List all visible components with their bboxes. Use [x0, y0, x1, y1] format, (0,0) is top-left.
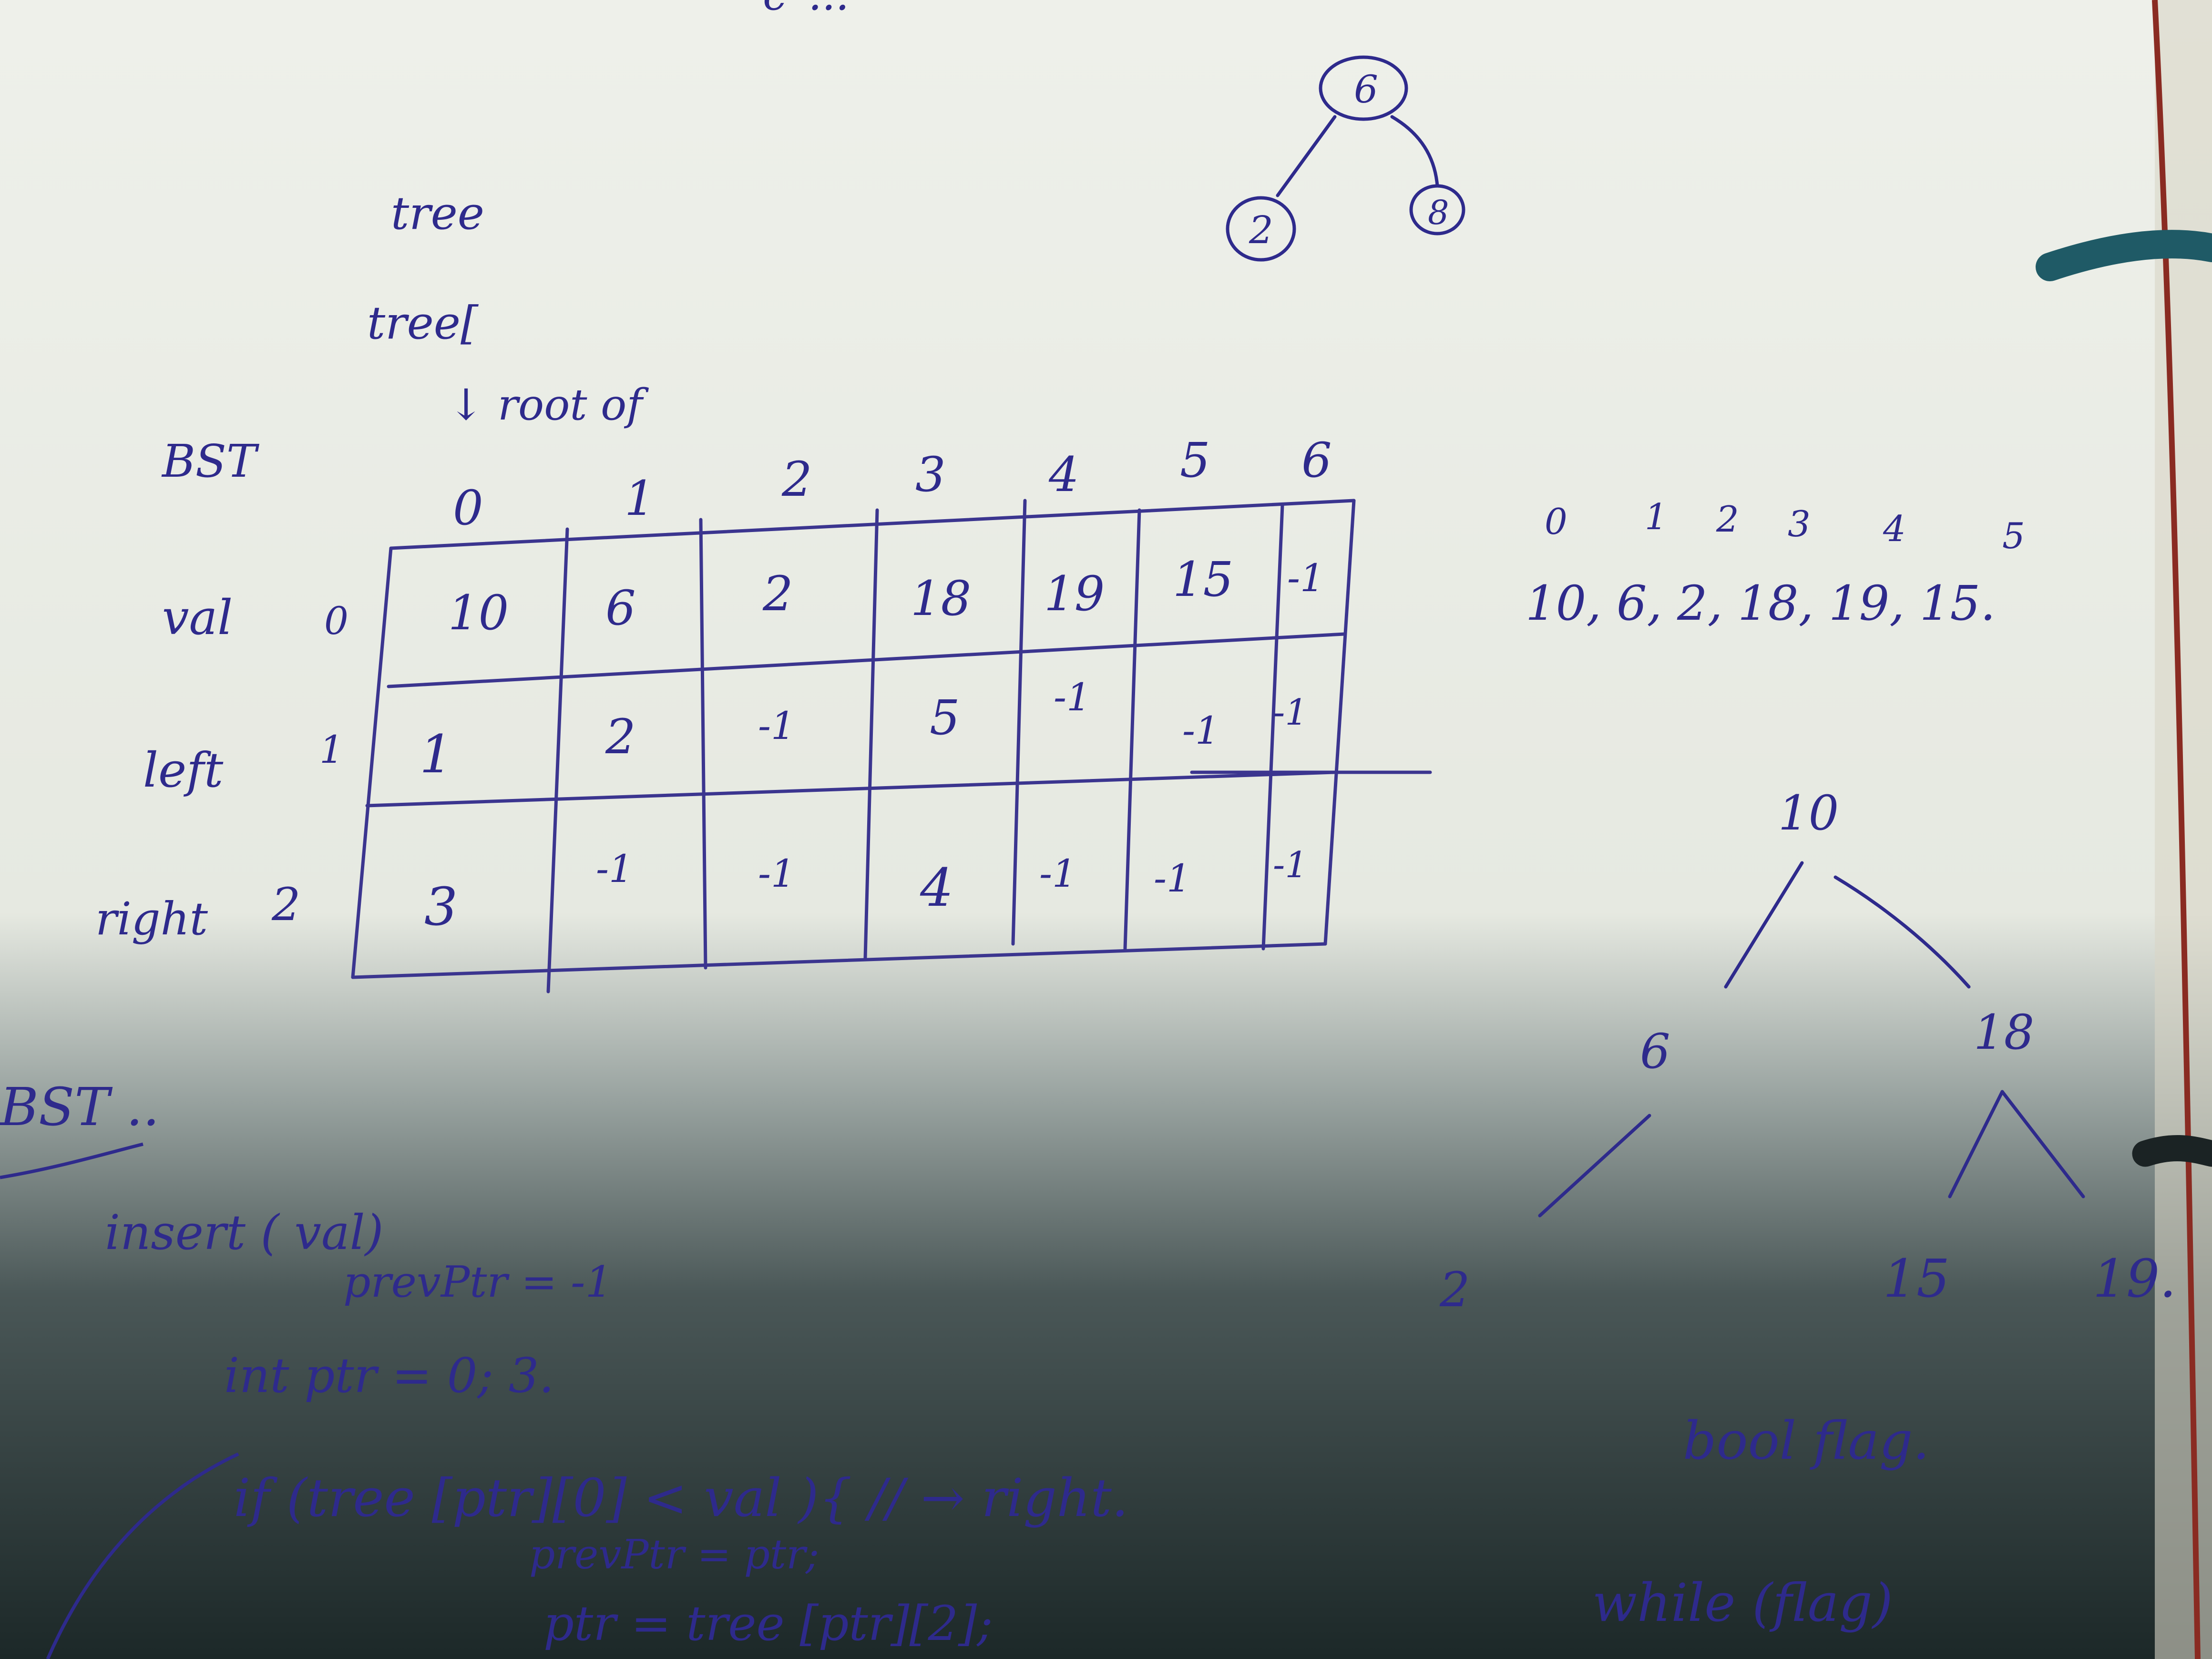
row-index-0: 0 — [324, 599, 348, 643]
cell-right-3: 4 — [920, 857, 953, 918]
small-tree-left: 2 — [1249, 208, 1273, 252]
code-heading: BST .. — [0, 1076, 159, 1137]
table-grid — [351, 499, 1432, 993]
margin-note-tree-bracket: tree[ — [367, 297, 479, 349]
column-index-6: 6 — [1301, 432, 1332, 488]
column-index-2: 2 — [781, 451, 812, 507]
cell-val-2: 2 — [762, 566, 793, 622]
top-fragment: c–... — [763, 0, 849, 20]
tree-node-root: 10 — [1778, 785, 1839, 841]
column-index-0: 0 — [453, 480, 483, 536]
column-index-5: 5 — [1180, 432, 1210, 488]
small-tree-root: 6 — [1354, 67, 1378, 112]
sequence-index-4: 4 — [1883, 508, 1906, 550]
cell-val-6: -1 — [1287, 556, 1324, 600]
binding-string-top — [2036, 230, 2212, 281]
cell-right-5: -1 — [1154, 856, 1191, 901]
bst-array-table: BST 0 1 2 3 4 5 6 val 0 left 1 right 2 — [95, 432, 1432, 993]
cell-val-4: 19 — [1044, 566, 1105, 622]
cell-right-0: 3 — [424, 876, 458, 937]
table-title: BST — [161, 435, 260, 488]
small-tree: 6 2 8 — [1226, 55, 1465, 262]
cell-left-0: 1 — [420, 724, 453, 785]
row-label-left: left — [143, 742, 224, 798]
cell-left-6: -1 — [1273, 691, 1308, 733]
code-line-insert: insert ( val) — [105, 1205, 384, 1260]
bst-tree-diagram: 10 6 18 2 15 19. — [1439, 785, 2176, 1318]
cell-val-1: 6 — [605, 580, 636, 636]
while-flag-note: while (flag) — [1592, 1572, 1893, 1633]
value-sequence: 0 1 2 3 4 5 10, 6, 2, 18, 19, 15. — [1526, 496, 2025, 631]
column-index-3: 3 — [915, 447, 946, 502]
cell-right-1: -1 — [596, 847, 633, 891]
cell-left-3: 5 — [930, 690, 960, 746]
cell-val-0: 10 — [448, 585, 509, 641]
binding-string-bottom — [2132, 1135, 2212, 1167]
sequence-values: 10, 6, 2, 18, 19, 15. — [1526, 575, 1996, 631]
column-index-4: 4 — [1048, 447, 1079, 502]
row-index-2: 2 — [271, 879, 300, 931]
row-label-val: val — [162, 590, 233, 645]
cell-val-3: 18 — [911, 571, 971, 626]
bool-flag-note: bool flag. — [1683, 1410, 1929, 1471]
sequence-index-5: 5 — [2002, 515, 2025, 557]
code-line-if: if (tree [ptr][0] < val ){ // → right. — [234, 1467, 1128, 1528]
tree-node-left-left: 2 — [1439, 1262, 1470, 1318]
row-label-right: right — [95, 893, 208, 945]
code-line-ptr: int ptr = 0; 3. — [224, 1348, 554, 1403]
cell-left-1: 2 — [605, 709, 636, 765]
cell-left-4: -1 — [1054, 675, 1091, 719]
sequence-index-0: 0 — [1545, 501, 1567, 543]
cell-right-4: -1 — [1039, 851, 1076, 896]
code-line-prevptr: prevPtr = -1 — [343, 1257, 613, 1307]
margin-note-tree: tree — [391, 187, 484, 240]
row-index-1: 1 — [319, 727, 344, 772]
column-index-1: 1 — [625, 471, 655, 526]
margin-note-root-of: ↓ root of — [448, 380, 649, 430]
tree-node-right-left: 15 — [1883, 1248, 1950, 1309]
cell-val-5: 15 — [1173, 552, 1233, 607]
sequence-index-1: 1 — [1645, 496, 1668, 538]
code-line-prevptr-assign: prevPtr = ptr; — [529, 1531, 819, 1578]
cell-left-2: -1 — [758, 704, 795, 748]
tree-node-left: 6 — [1640, 1024, 1670, 1079]
code-notes: BST .. insert ( val) prevPtr = -1 int pt… — [0, 1076, 1929, 1659]
cell-right-2: -1 — [758, 851, 795, 896]
tree-node-right: 18 — [1974, 1004, 2034, 1060]
sequence-index-2: 2 — [1716, 498, 1739, 540]
cell-right-6: -1 — [1273, 844, 1308, 886]
tree-node-right-right: 19. — [2093, 1248, 2176, 1309]
code-line-ptr-assign: ptr = tree [ptr][2]; — [543, 1596, 993, 1651]
cell-left-5: -1 — [1182, 708, 1219, 753]
sequence-index-3: 3 — [1788, 503, 1811, 545]
small-tree-right: 8 — [1428, 193, 1449, 232]
